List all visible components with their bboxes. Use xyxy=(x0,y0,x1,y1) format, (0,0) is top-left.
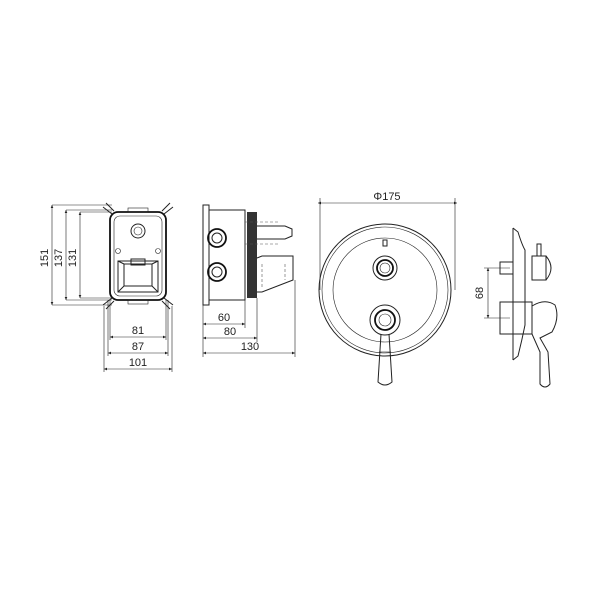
dim-68: 68 xyxy=(474,287,486,299)
height-dimensions: 151 137 131 xyxy=(39,205,82,305)
dim-81: 81 xyxy=(132,325,144,337)
dim-151: 151 xyxy=(39,249,51,267)
dim-87: 87 xyxy=(132,341,144,353)
diameter-dimension: Φ175 xyxy=(318,191,457,290)
trim-plate-front-view xyxy=(318,223,452,386)
valve-body-front-view xyxy=(52,202,174,310)
dim-101: 101 xyxy=(129,357,147,369)
dim-diameter-175: Φ175 xyxy=(373,191,400,203)
dim-60: 60 xyxy=(218,312,230,324)
dim-80: 80 xyxy=(224,326,236,338)
valve-body-side-view xyxy=(202,204,294,306)
spacing-dimension: 68 xyxy=(474,267,510,319)
width-dimensions: 81 87 101 xyxy=(103,300,173,372)
dim-137: 137 xyxy=(53,249,65,267)
dim-131: 131 xyxy=(67,249,79,267)
trim-side-view xyxy=(499,227,558,388)
dim-130: 130 xyxy=(241,341,259,353)
depth-dimensions: 60 80 130 xyxy=(202,280,296,357)
